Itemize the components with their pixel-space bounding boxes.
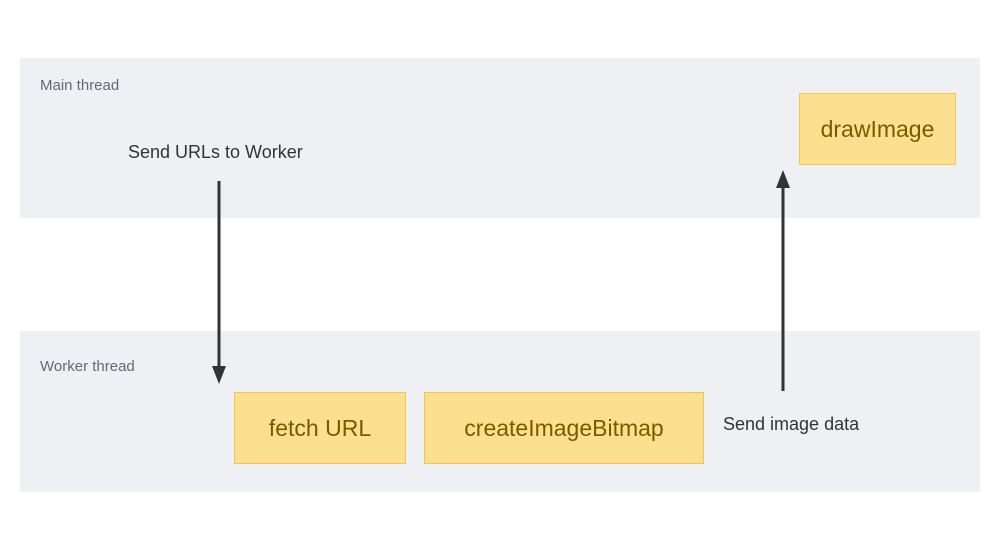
send-urls-arrow [212,181,226,384]
send-image-data-arrow [776,170,790,391]
draw-image-box: drawImage [799,93,956,165]
main-thread-label: Main thread [40,77,120,94]
send-image-data-caption: Send image data [723,414,860,434]
send-urls-caption: Send URLs to Worker [128,142,303,162]
worker-thread-label: Worker thread [40,358,135,375]
create-image-bitmap-box: createImageBitmap [424,392,704,464]
fetch-url-box: fetch URL [234,392,406,464]
